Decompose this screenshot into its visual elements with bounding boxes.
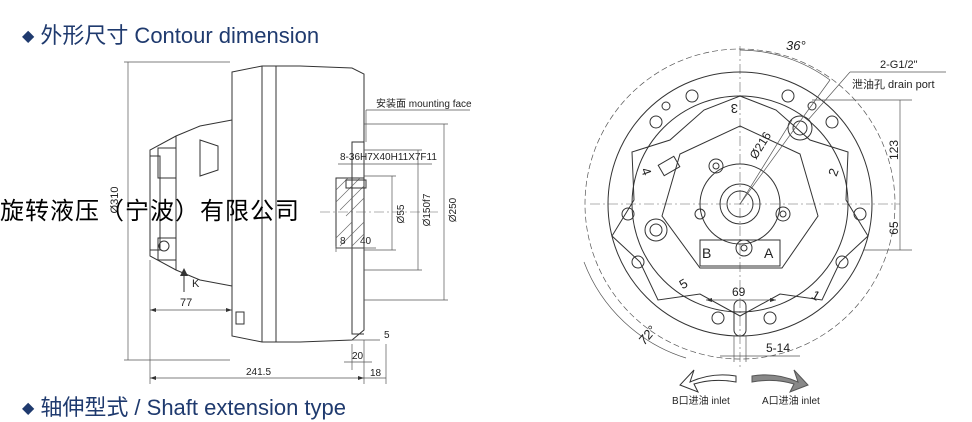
piston-5-label: 5 [677,275,691,292]
dim-241-label: 241.5 [246,367,271,378]
dim-8-label: 8 [340,236,346,247]
hub-hatching [335,177,365,247]
heading-text: 轴伸型式 / Shaft extension type [40,395,347,420]
hub-circle [699,163,781,245]
spline-label: 8-36H7X40H11X7F11 [340,152,437,163]
angle-36-label: 36° [786,38,806,53]
front-view: B A 3 2 4 5 1 36° 72° Ø216 2-G1/2" 泄油孔 d… [583,38,946,407]
rear-fitting-bottom [157,237,177,261]
drain-port-top [787,115,813,141]
motor-body-outline [231,65,365,343]
section-heading-contour: ◆ 外形尺寸 Contour dimension [22,18,319,50]
inner-polygon [661,125,819,269]
view-k-label: K [192,278,200,290]
inlet-a-label: A口进油 inlet [762,394,820,407]
angle-36-arc [739,49,831,81]
dim-40-label: 40 [360,236,372,247]
drain-size-label: 2-G1/2" [880,59,918,71]
company-watermark-text: 旋转液压（宁波）有限公司 [0,197,300,225]
diamond-bullet-icon: ◆ [22,28,35,45]
mounting-face-label: 安装面 mounting face [376,97,472,110]
dim-77-label: 77 [180,297,192,309]
dim-5-label: 5 [384,330,390,341]
piston-1-label: 1 [809,287,823,304]
piston-3-label: 3 [731,101,738,116]
angle-72-arc [583,261,687,359]
diamond-bullet-icon: ◆ [22,400,35,417]
dim-20-label: 20 [352,351,364,362]
dim-65-label: 65 [887,221,901,235]
rear-cover-outline [149,119,233,287]
outer-bolt-holes [621,89,867,325]
drain-port-label: 泄油孔 drain port [852,77,935,91]
dim-250-label: Ø250 [448,197,459,222]
piston-2-label: 2 [825,166,842,178]
rotation-arrow-a-icon [751,369,809,393]
port-b-label: B [702,245,711,261]
dim-150-label: Ø150f7 [422,193,433,226]
drain-port-bottom [644,218,668,242]
angle-72-label: 72° [635,323,659,348]
port-a-label: A [764,245,774,261]
dim-55-label: Ø55 [396,204,407,223]
port-block [699,239,781,267]
heading-text: 外形尺寸 Contour dimension [40,23,320,48]
dim-514-label: 5-14 [766,341,790,355]
piston-4-label: 4 [638,166,655,178]
rotation-arrow-b-icon [679,369,737,393]
section-heading-shaft: ◆ 轴伸型式 / Shaft extension type [22,390,346,422]
shaft-bore [719,183,761,225]
dim-123-label: 123 [887,140,901,160]
star-cylinder-body [611,95,869,317]
side-view: Ø310 K 77 [109,61,472,384]
dim-69-label: 69 [732,285,746,299]
dim-18-label: 18 [370,368,382,379]
dim-310-label: Ø310 [109,187,121,214]
dim-216-label: Ø216 [747,129,775,162]
mounting-flange [351,141,364,335]
rear-fitting-top [157,147,177,179]
drain-plug [235,311,245,325]
inlet-b-label: B口进油 inlet [672,394,730,407]
hub-bolts [694,158,791,257]
